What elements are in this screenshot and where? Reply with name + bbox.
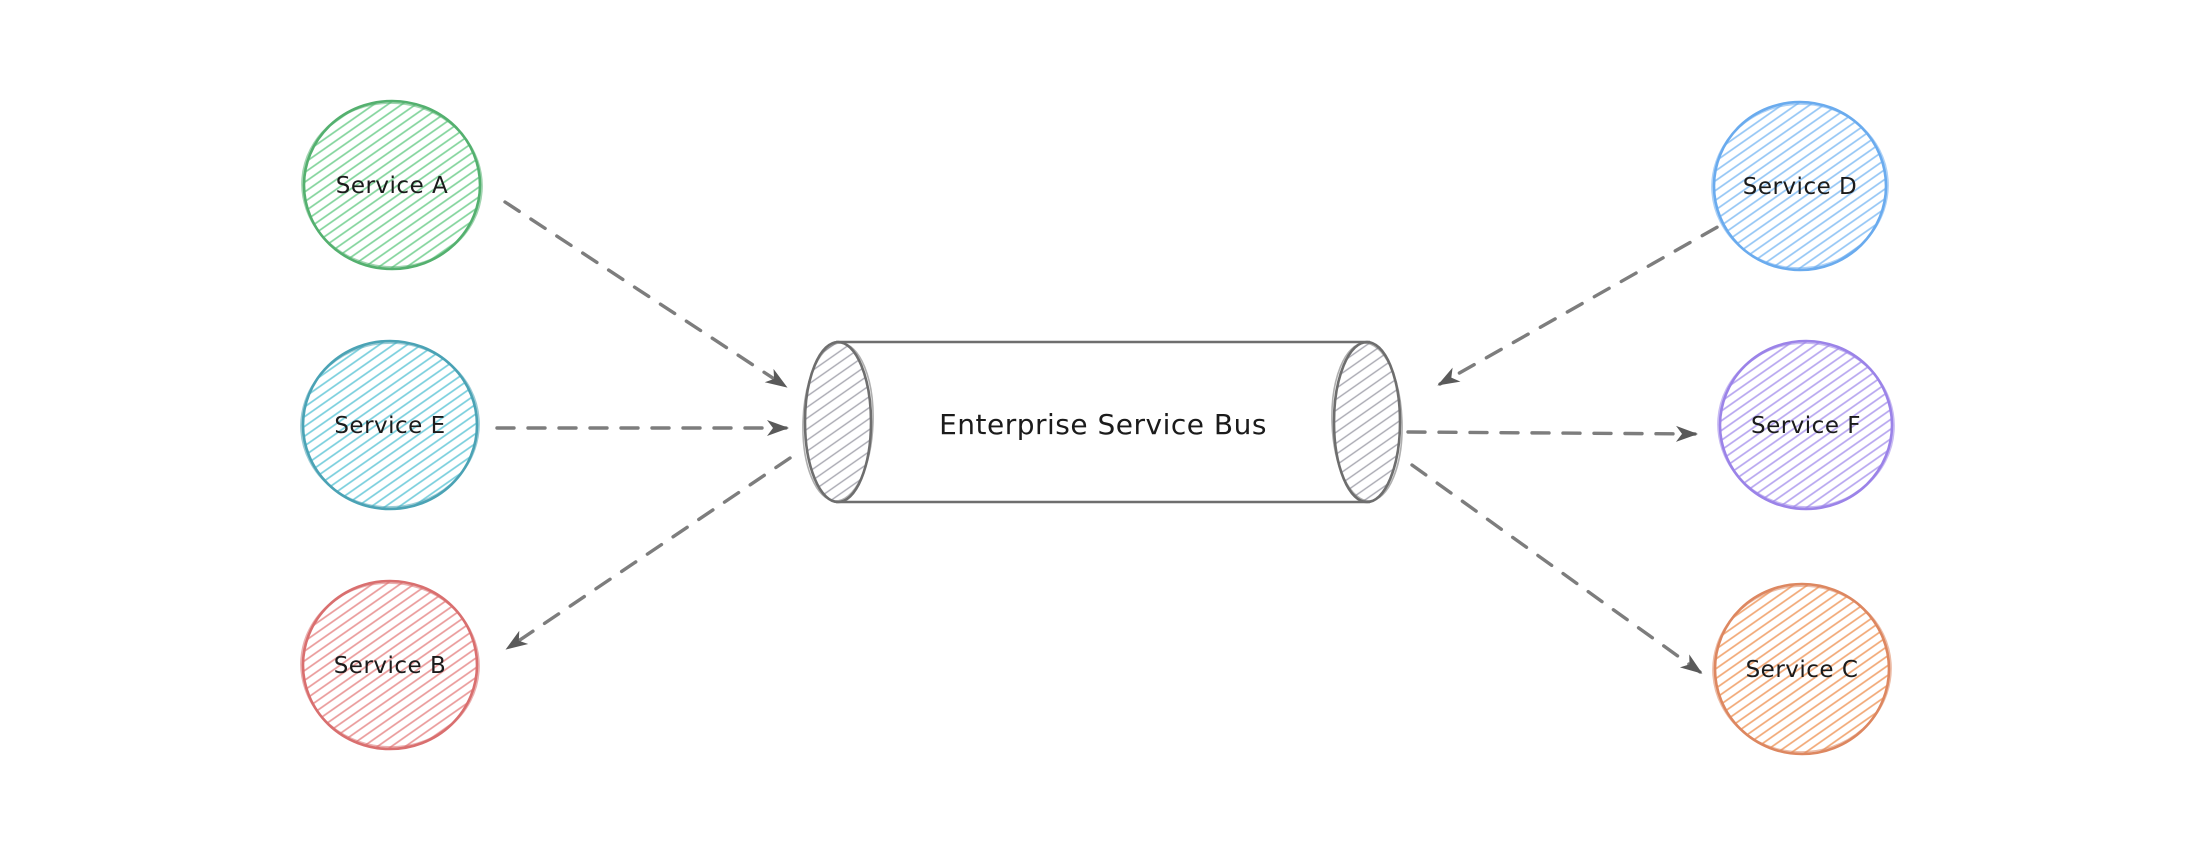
edge-bus-to-service-c[interactable]: [1410, 463, 1703, 674]
service-c-circle: [1713, 582, 1891, 756]
service-d-label: Service D: [1743, 174, 1858, 200]
edge-service-a-to-bus[interactable]: [503, 200, 788, 388]
service-a-label: Service A: [336, 173, 449, 199]
service-a-circle-sketch: [301, 102, 483, 268]
node-service-a[interactable]: Service A: [296, 97, 487, 273]
node-service-d[interactable]: Service D: [1706, 98, 1893, 274]
service-d-circle: [1712, 100, 1888, 272]
service-a-circle: [302, 99, 482, 271]
service-b-label: Service B: [334, 653, 447, 679]
edge-bus-to-service-b[interactable]: [505, 456, 792, 650]
bus-label: Enterprise Service Bus: [939, 408, 1267, 441]
bus-left-cap-sketch: [802, 342, 874, 502]
node-service-c[interactable]: Service C: [1707, 580, 1896, 758]
service-f-circle: [1718, 339, 1894, 511]
bus-right-cap-sketch: [1331, 342, 1403, 502]
service-f-label: Service F: [1751, 413, 1861, 439]
node-service-e[interactable]: Service E: [295, 337, 484, 513]
service-d-circle-sketch: [1711, 103, 1889, 269]
service-c-circle-sketch: [1712, 585, 1892, 753]
service-f-circle-sketch: [1717, 342, 1895, 508]
edge-bus-to-service-f[interactable]: [1406, 425, 1698, 442]
edge-service-d-to-bus[interactable]: [1437, 210, 1746, 386]
service-e-circle-sketch: [300, 342, 480, 508]
service-b-circle: [301, 579, 479, 751]
node-service-f[interactable]: Service F: [1712, 337, 1899, 513]
enterprise-service-bus-cylinder[interactable]: Enterprise Service Bus: [800, 340, 1404, 504]
bus-body: [838, 342, 1367, 502]
service-e-circle: [301, 339, 479, 511]
service-c-label: Service C: [1746, 657, 1859, 683]
service-b-circle-sketch: [300, 582, 480, 748]
bus-right-cap: [1332, 340, 1402, 504]
node-service-b[interactable]: Service B: [295, 577, 484, 753]
service-e-label: Service E: [334, 413, 445, 439]
bus-left-cap: [803, 340, 873, 504]
